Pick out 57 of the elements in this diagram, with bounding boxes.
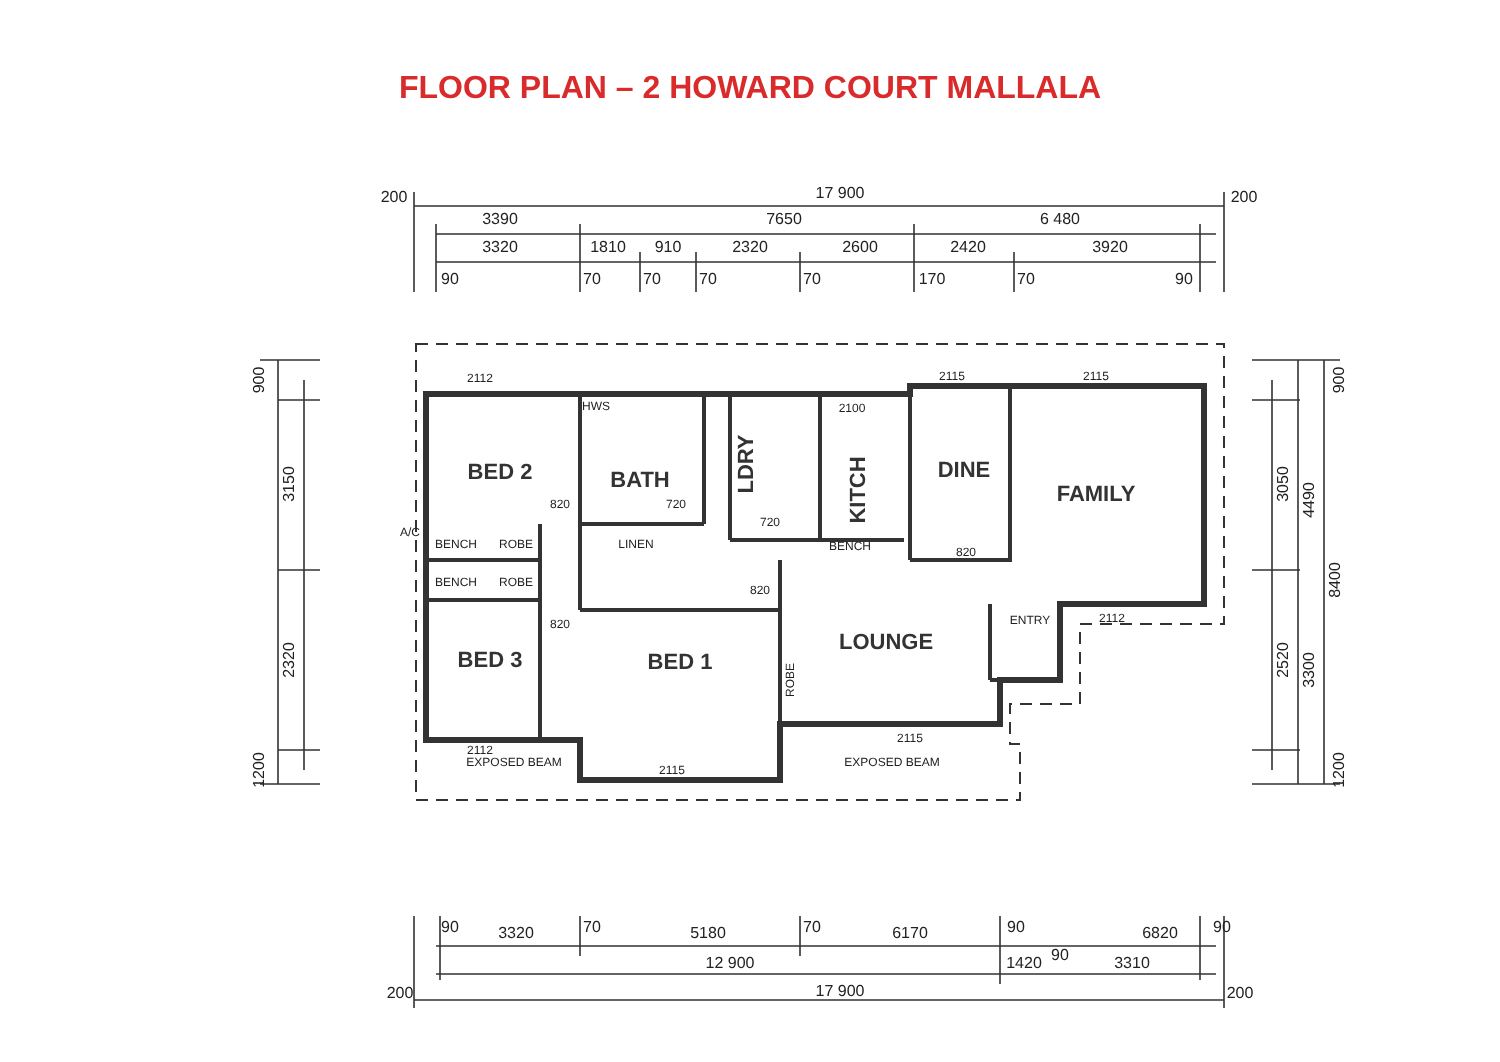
dimension-label: 1810 xyxy=(590,240,626,256)
dimension-label: 70 xyxy=(699,272,717,288)
dimension-label: 3050 xyxy=(1276,466,1292,502)
room-name: KITCH xyxy=(849,456,871,524)
room-name: LOUNGE xyxy=(838,633,934,655)
room-name: BED 2 xyxy=(467,463,533,485)
dimension-label: 3150 xyxy=(282,466,298,502)
dimension-label: 6170 xyxy=(892,926,928,942)
dimension-label: 1200 xyxy=(1332,752,1348,788)
dimension-label: 90 xyxy=(441,920,459,936)
dimension-label: 1420 xyxy=(1006,956,1042,972)
dimension-label: 170 xyxy=(918,272,946,288)
room-name: LDRY xyxy=(737,434,759,494)
room-name: BED 3 xyxy=(457,651,523,673)
dimension-label: 3320 xyxy=(498,926,534,942)
dimension-label: 200 xyxy=(1226,986,1254,1002)
dimension-label: 2520 xyxy=(1276,642,1292,678)
plan-title: FLOOR PLAN – 2 HOWARD COURT MALLALA xyxy=(398,72,1102,106)
dimension-label: 8400 xyxy=(1328,562,1344,598)
dimension-label: 6820 xyxy=(1142,926,1178,942)
dimension-label: 2420 xyxy=(950,240,986,256)
dimension-label: 900 xyxy=(1332,366,1348,394)
dimension-label: 90 xyxy=(1175,272,1193,288)
dimension-label: 70 xyxy=(583,272,601,288)
dimension-label: 2600 xyxy=(842,240,878,256)
dimension-label: 17 900 xyxy=(815,984,865,1000)
dimension-label: 3310 xyxy=(1114,956,1150,972)
dimension-label: 90 xyxy=(1051,948,1069,964)
dimension-label: 2320 xyxy=(282,642,298,678)
dimension-label: 2320 xyxy=(732,240,768,256)
dimension-label: 3300 xyxy=(1302,652,1318,688)
dimension-label: 3390 xyxy=(482,212,518,228)
dimension-label: 1200 xyxy=(252,752,268,788)
dimension-label: 3920 xyxy=(1092,240,1128,256)
dimension-label: 900 xyxy=(252,366,268,394)
dimension-label: 90 xyxy=(441,272,459,288)
room-name: DINE xyxy=(937,461,991,483)
dimension-label: 70 xyxy=(583,920,601,936)
dimension-label: 90 xyxy=(1007,920,1025,936)
room-name: FAMILY xyxy=(1056,485,1136,507)
dimension-label: 7650 xyxy=(766,212,802,228)
dimension-label: 70 xyxy=(803,272,821,288)
dimension-label: 70 xyxy=(803,920,821,936)
dimension-label: 4490 xyxy=(1302,482,1318,518)
dimension-label: 17 900 xyxy=(815,186,865,202)
dimension-label: 910 xyxy=(654,240,682,256)
dimension-label: 12 900 xyxy=(705,956,755,972)
dimension-label: 6 480 xyxy=(1039,212,1081,228)
dimension-label: 70 xyxy=(1017,272,1035,288)
dimension-label: 70 xyxy=(643,272,661,288)
dimension-label: 200 xyxy=(380,190,408,206)
dimension-label: 200 xyxy=(1230,190,1258,206)
dimension-label: 3320 xyxy=(482,240,518,256)
dimension-label: 5180 xyxy=(690,926,726,942)
room-name: BED 1 xyxy=(647,653,713,675)
dimension-label: 200 xyxy=(386,986,414,1002)
room-name: BATH xyxy=(610,471,670,493)
